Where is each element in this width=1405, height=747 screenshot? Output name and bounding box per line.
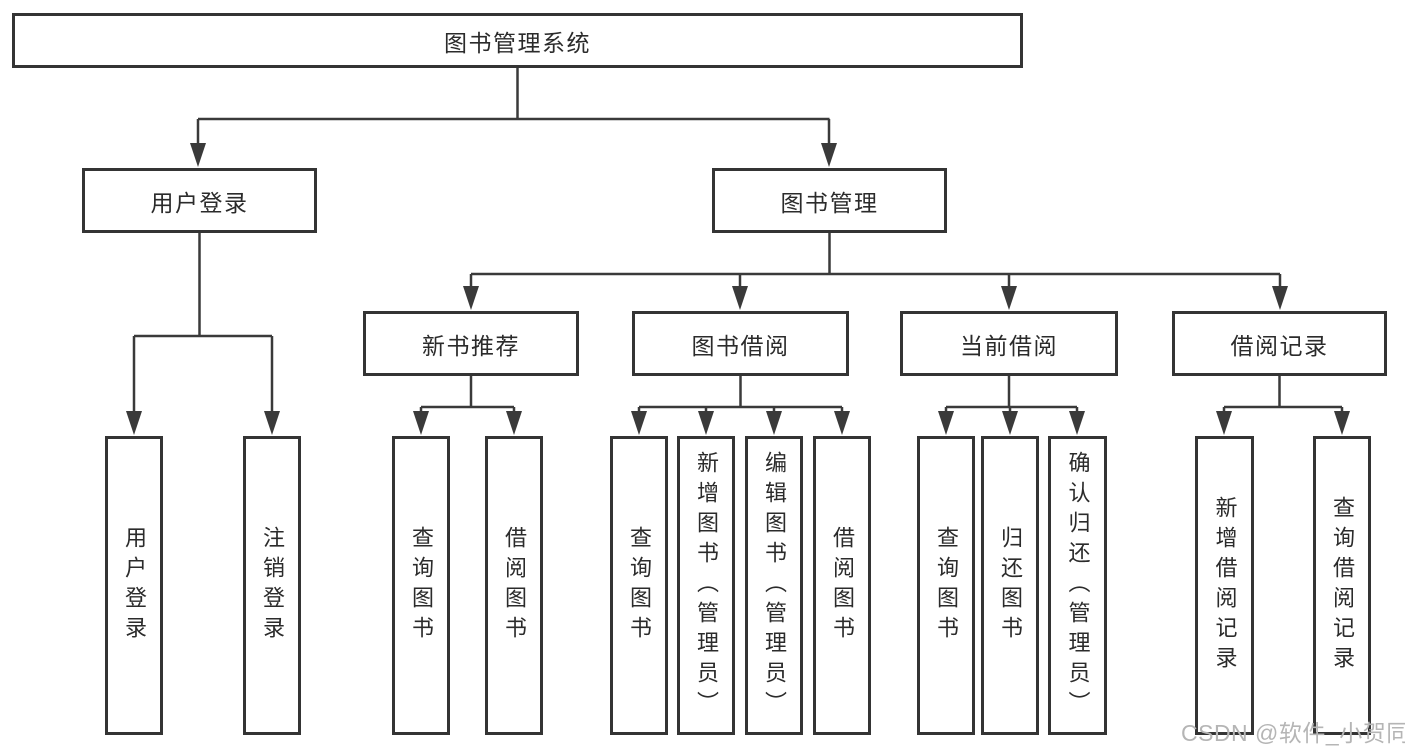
leaf-current-return-books-label: 归还图书 [998, 525, 1023, 646]
leaf-user-login: 用户登录 [105, 436, 163, 735]
node-new-book-recommendation: 新书推荐 [363, 311, 579, 376]
leaf-records-add-borrow-record-label: 新增借阅记录 [1212, 495, 1238, 676]
leaf-borrowing-borrow-books: 借阅图书 [813, 436, 871, 735]
leaf-records-query-borrow-record-label: 查询借阅记录 [1330, 495, 1355, 676]
leaf-current-return-books: 归还图书 [981, 436, 1039, 735]
node-root: 图书管理系统 [12, 13, 1023, 68]
arrow-down-icon [126, 411, 142, 435]
node-root-label: 图书管理系统 [444, 29, 591, 56]
leaf-borrowing-borrow-books-label: 借阅图书 [830, 525, 855, 646]
node-book-borrowing: 图书借阅 [632, 311, 849, 376]
leaf-logout: 注销登录 [243, 436, 301, 735]
arrow-down-icon [1272, 286, 1288, 310]
leaf-records-add-borrow-record: 新增借阅记录 [1195, 436, 1254, 735]
connector-book-management [469, 233, 1282, 293]
connector-borrowing-records [1222, 376, 1344, 418]
arrow-down-icon [1002, 411, 1018, 435]
arrow-down-icon [1334, 411, 1350, 435]
arrow-down-icon [732, 286, 748, 310]
arrow-down-icon [1069, 411, 1085, 435]
node-new-book-recommendation-label: 新书推荐 [422, 332, 520, 359]
node-current-borrowing: 当前借阅 [900, 311, 1118, 376]
leaf-recommend-borrow-books-label: 借阅图书 [502, 525, 527, 646]
watermark: CSDN @软件_小贺同学 [1181, 720, 1405, 746]
connector-book-borrowing [637, 376, 844, 418]
leaf-current-confirm-return-admin: 确认归还（管理员） [1048, 436, 1107, 735]
node-borrowing-records-label: 借阅记录 [1230, 332, 1329, 359]
arrow-down-icon [834, 411, 850, 435]
arrow-down-icon [766, 411, 782, 435]
arrow-down-icon [698, 411, 714, 435]
arrow-down-icon [264, 411, 280, 435]
arrow-down-icon [1001, 286, 1017, 310]
leaf-current-query-books: 查询图书 [917, 436, 975, 735]
node-book-management-label: 图书管理 [780, 189, 879, 216]
leaf-borrowing-edit-books-admin: 编辑图书（管理员） [745, 436, 803, 735]
connector-new-book-recommendation [419, 376, 516, 418]
node-user-login: 用户登录 [82, 168, 317, 233]
leaf-current-confirm-return-admin-label: 确认归还（管理员） [1065, 450, 1091, 721]
leaf-borrowing-edit-books-admin-label: 编辑图书（管理员） [762, 450, 787, 721]
arrow-down-icon [506, 411, 522, 435]
leaf-current-query-books-label: 查询图书 [934, 525, 959, 646]
arrow-down-icon [821, 143, 837, 167]
leaf-borrowing-add-books-admin: 新增图书（管理员） [677, 436, 735, 735]
leaf-logout-label: 注销登录 [260, 525, 285, 646]
connector-root [196, 68, 831, 150]
leaf-borrowing-query-books: 查询图书 [610, 436, 668, 735]
arrow-down-icon [463, 286, 479, 310]
leaf-recommend-query-books-label: 查询图书 [409, 525, 434, 646]
leaf-records-query-borrow-record: 查询借阅记录 [1313, 436, 1371, 735]
arrow-down-icon [190, 143, 206, 167]
node-book-management: 图书管理 [712, 168, 947, 233]
node-book-borrowing-label: 图书借阅 [691, 332, 790, 359]
leaf-user-login-label: 用户登录 [122, 525, 147, 646]
leaf-recommend-query-books: 查询图书 [392, 436, 450, 735]
arrow-down-icon [631, 411, 647, 435]
leaf-borrowing-query-books-label: 查询图书 [627, 525, 652, 646]
arrowheads [126, 143, 1350, 435]
leaf-borrowing-add-books-admin-label: 新增图书（管理员） [694, 450, 719, 721]
arrow-down-icon [1216, 411, 1232, 435]
connector-user-login [132, 233, 274, 418]
node-user-login-label: 用户登录 [150, 189, 249, 216]
node-current-borrowing-label: 当前借阅 [960, 332, 1058, 359]
leaf-recommend-borrow-books: 借阅图书 [485, 436, 543, 735]
node-borrowing-records: 借阅记录 [1172, 311, 1387, 376]
arrow-down-icon [938, 411, 954, 435]
arrow-down-icon [413, 411, 429, 435]
